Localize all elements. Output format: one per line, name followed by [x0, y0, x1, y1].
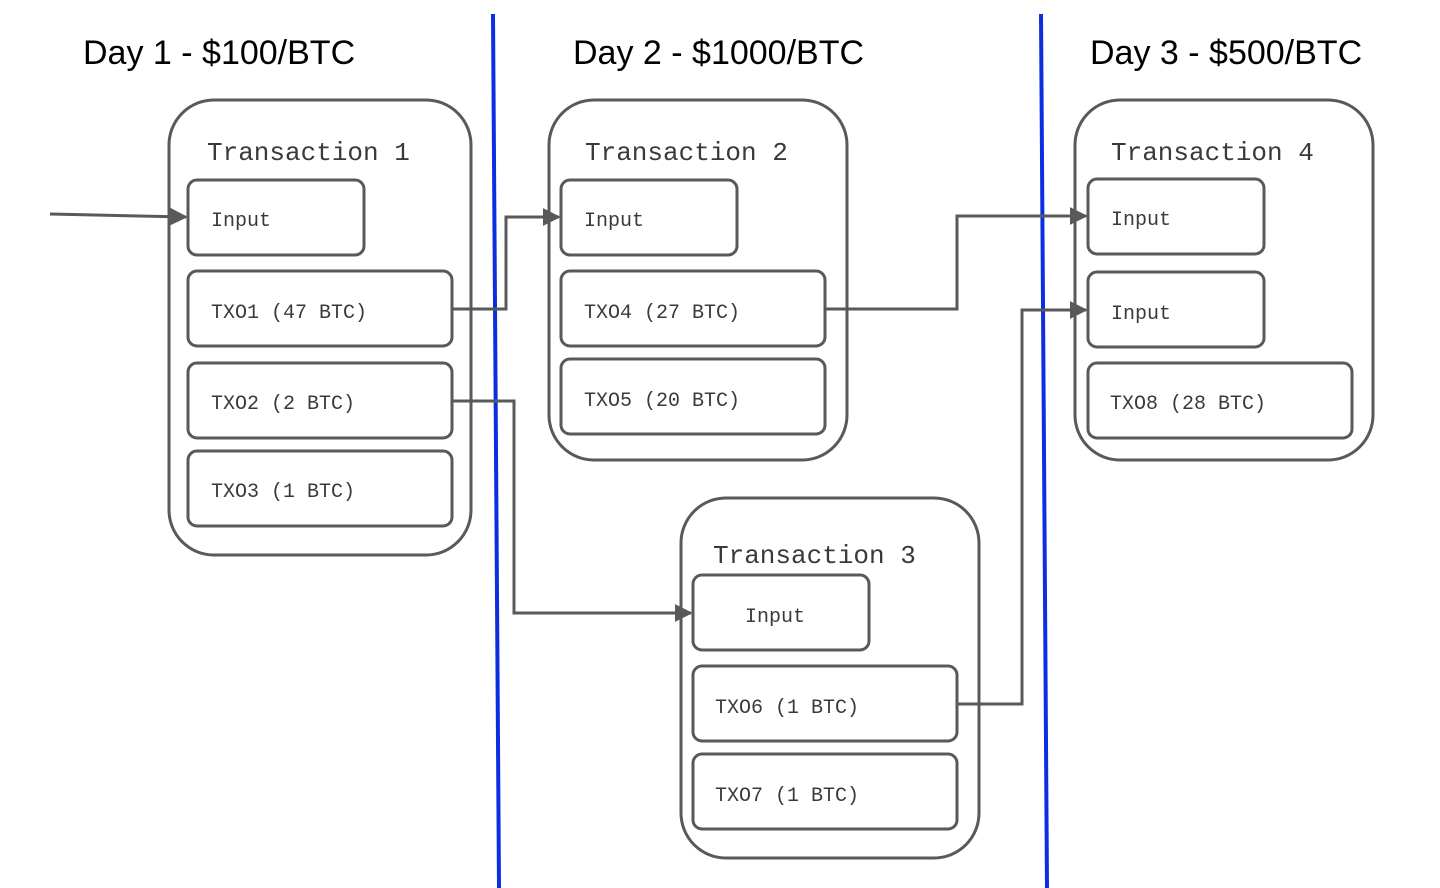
- transaction-3: Transaction 3 Input TXO6 (1 BTC) TXO7 (1…: [679, 496, 981, 860]
- day-1-title: Day 1 - $100/BTC: [83, 34, 355, 72]
- transaction-3-title: Transaction 3: [713, 541, 916, 571]
- transaction-1: Transaction 1 Input TXO1 (47 BTC) TXO2 (…: [167, 98, 473, 557]
- txo7-box: [691, 752, 959, 831]
- tx2-input-label: Input: [584, 210, 644, 233]
- day-divider-2: [1039, 13, 1049, 888]
- transaction-2: Transaction 2 Input TXO4 (27 BTC) TXO5 (…: [547, 98, 849, 462]
- txo7-label: TXO7 (1 BTC): [715, 785, 859, 808]
- txo6-label: TXO6 (1 BTC): [715, 697, 859, 720]
- tx4-input-1-box: [1086, 177, 1266, 256]
- txo8-box: [1086, 361, 1354, 440]
- txo6-to-tx4-arrow: [957, 301, 1088, 706]
- tx1-input-label: Input: [211, 210, 271, 233]
- txo3-label: TXO3 (1 BTC): [211, 481, 355, 504]
- txo5-box: [559, 357, 827, 436]
- tx1-input-box: [186, 178, 366, 257]
- tx4-input-2-box: [1086, 270, 1266, 349]
- tx3-input-box: [691, 573, 871, 652]
- txo1-label: TXO1 (47 BTC): [211, 302, 367, 325]
- tx2-input-box: [559, 178, 739, 257]
- txo3-box: [186, 449, 454, 528]
- tx4-input-1-label: Input: [1111, 209, 1171, 232]
- txo8-label: TXO8 (28 BTC): [1110, 393, 1266, 416]
- txo2-label: TXO2 (2 BTC): [211, 393, 355, 416]
- txo4-to-tx4-arrow: [825, 207, 1088, 311]
- transaction-2-title: Transaction 2: [585, 138, 788, 168]
- txo5-label: TXO5 (20 BTC): [584, 390, 740, 413]
- tx4-input-2-label: Input: [1111, 303, 1171, 326]
- txo1-to-tx2-arrow: [452, 208, 561, 311]
- tx3-input-label: Input: [745, 606, 805, 629]
- txo4-label: TXO4 (27 BTC): [584, 302, 740, 325]
- transaction-4: Transaction 4 Input Input TXO8 (28 BTC): [1073, 98, 1375, 462]
- day-divider-1: [491, 13, 501, 888]
- day-2-title: Day 2 - $1000/BTC: [573, 34, 864, 72]
- day-3-title: Day 3 - $500/BTC: [1090, 34, 1362, 72]
- incoming-arrow: [49, 207, 188, 226]
- txo2-to-tx3-arrow: [452, 399, 693, 622]
- transaction-1-title: Transaction 1: [207, 138, 410, 168]
- transaction-4-title: Transaction 4: [1111, 138, 1314, 168]
